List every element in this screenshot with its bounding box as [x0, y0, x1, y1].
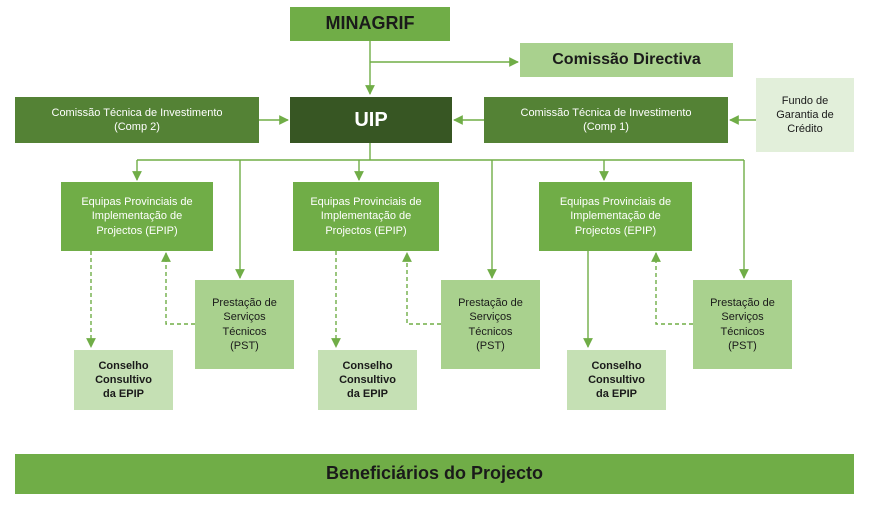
- connector-pst3-epip3: [651, 252, 693, 325]
- conselho-label-1: Conselho Consultivo da EPIP: [95, 359, 152, 401]
- conselho-box-1: Conselho Consultivo da EPIP: [74, 350, 173, 410]
- cti-comp2-label: Comissão Técnica de Investimento (Comp 2…: [51, 106, 223, 133]
- comissao-directiva-label: Comissão Directiva: [552, 50, 701, 68]
- pst-label-1: Prestação de Serviços Técnicos (PST): [212, 296, 277, 352]
- cti-comp1-label: Comissão Técnica de Investimento (Comp 1…: [520, 106, 692, 133]
- connector-pst2-epip2: [402, 252, 441, 325]
- beneficiarios-label: Beneficiários do Projecto: [325, 463, 544, 484]
- pst-box-3: Prestação de Serviços Técnicos (PST): [693, 280, 792, 369]
- conselho-box-2: Conselho Consultivo da EPIP: [318, 350, 417, 410]
- minagrif-box: MINAGRIF: [290, 7, 450, 41]
- uip-box: UIP: [290, 97, 452, 143]
- conselho-label-3: Conselho Consultivo da EPIP: [588, 359, 645, 401]
- connector-pst1-epip1: [161, 252, 195, 325]
- fundo-garantia-box: Fundo de Garantia de Crédito: [756, 78, 854, 152]
- pst-label-2: Prestação de Serviços Técnicos (PST): [458, 296, 523, 352]
- minagrif-label: MINAGRIF: [325, 13, 415, 34]
- epip-box-1: Equipas Provinciais de Implementação de …: [61, 182, 213, 251]
- epip-label-2: Equipas Provinciais de Implementação de …: [310, 196, 422, 237]
- epip-box-3: Equipas Provinciais de Implementação de …: [539, 182, 692, 251]
- beneficiarios-box: Beneficiários do Projecto: [15, 454, 854, 494]
- uip-label: UIP: [354, 109, 388, 131]
- cti-comp2-box: Comissão Técnica de Investimento (Comp 2…: [15, 97, 259, 143]
- comissao-directiva-box: Comissão Directiva: [520, 43, 733, 77]
- fundo-garantia-label: Fundo de Garantia de Crédito: [776, 94, 834, 136]
- cti-comp1-box: Comissão Técnica de Investimento (Comp 1…: [484, 97, 728, 143]
- pst-box-1: Prestação de Serviços Técnicos (PST): [195, 280, 294, 369]
- epip-box-2: Equipas Provinciais de Implementação de …: [293, 182, 439, 251]
- pst-label-3: Prestação de Serviços Técnicos (PST): [710, 296, 775, 352]
- conselho-label-2: Conselho Consultivo da EPIP: [339, 359, 396, 401]
- epip-label-1: Equipas Provinciais de Implementação de …: [81, 196, 193, 237]
- conselho-box-3: Conselho Consultivo da EPIP: [567, 350, 666, 410]
- pst-box-2: Prestação de Serviços Técnicos (PST): [441, 280, 540, 369]
- epip-label-3: Equipas Provinciais de Implementação de …: [559, 196, 672, 237]
